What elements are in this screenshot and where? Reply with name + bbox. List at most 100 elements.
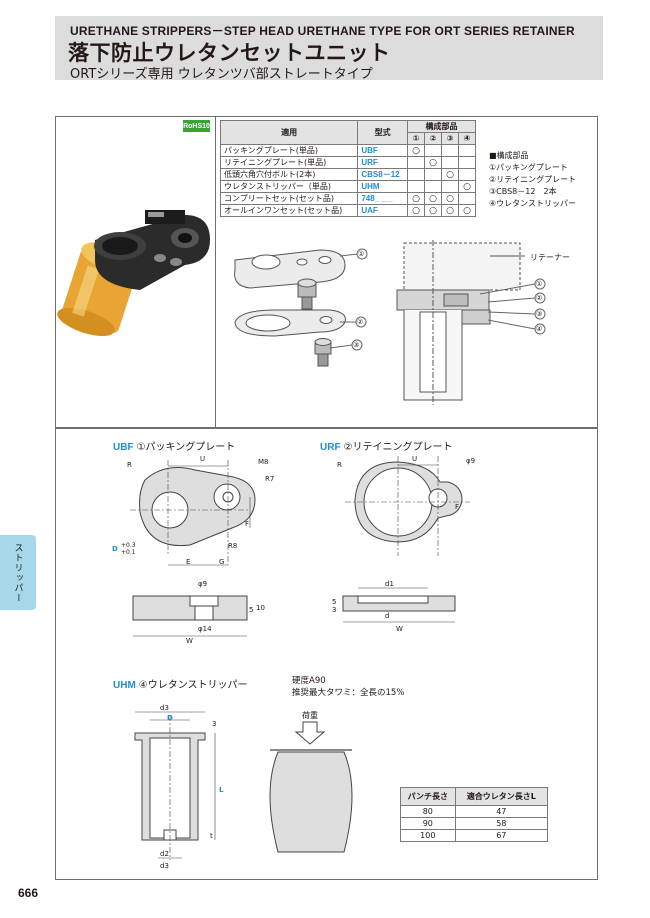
ubf-tol-plus: +0.3 bbox=[121, 542, 136, 549]
page-number: 666 bbox=[18, 886, 39, 900]
table-row: 低頭六角穴付ボルト(2本) CBS8－12 ○ bbox=[219, 168, 476, 181]
table-row: コンプリートセット(セット品) 748_ _ _ ○ ○ ○ bbox=[219, 192, 476, 205]
ubf-tol-plus2: +0.1 bbox=[121, 549, 136, 556]
urf-code: URF bbox=[320, 442, 341, 453]
note-deflection: 推奨最大タワミ：全長の15% bbox=[292, 688, 405, 698]
uhm-dim-t: t bbox=[210, 832, 213, 840]
urf-dim-phi9: φ9 bbox=[466, 457, 476, 465]
row-application: オールインワンセット(セット品) bbox=[219, 204, 359, 217]
components-title: ■構成部品 bbox=[489, 151, 529, 160]
table-row: 80 47 bbox=[400, 805, 549, 818]
header-num-2: ② bbox=[424, 132, 442, 145]
header-application: 適用 bbox=[219, 120, 359, 145]
material-notes: 硬度A90 推奨最大タワミ：全長の15% bbox=[292, 675, 404, 699]
table-row: 90 58 bbox=[400, 817, 549, 830]
uhm-name: ④ウレタンストリッパー bbox=[138, 680, 248, 691]
urf-dim-5: 5 bbox=[332, 598, 337, 606]
punch-length-cell: 90 bbox=[400, 817, 456, 830]
urf-dim-d: d bbox=[385, 612, 390, 620]
urf-dim-d1: d1 bbox=[385, 580, 394, 588]
uhm-dim-3: 3 bbox=[212, 720, 217, 728]
ubf-dim-g: G bbox=[219, 558, 225, 566]
punch-length-cell: 80 bbox=[400, 805, 456, 818]
callout-2-right: ② bbox=[536, 294, 543, 302]
ubf-dim-r7: R7 bbox=[265, 475, 275, 483]
urf-dim-3: 3 bbox=[332, 606, 337, 614]
ubf-dim-m8: M8 bbox=[258, 458, 269, 466]
urethane-length-cell: 58 bbox=[454, 817, 549, 830]
header-model: 型式 bbox=[357, 120, 408, 145]
japanese-subtitle: ORTシリーズ専用 ウレタンツバ部ストレートタイプ bbox=[70, 67, 373, 82]
urf-dim-r: R bbox=[337, 461, 342, 469]
component-item: ④ウレタンストリッパー bbox=[489, 199, 577, 208]
ubf-dim-r: R bbox=[127, 461, 132, 469]
note-hardness: 硬度A90 bbox=[292, 676, 326, 686]
load-arrow-icon bbox=[294, 721, 326, 745]
exploded-bolt-upper bbox=[297, 278, 317, 310]
header-bar bbox=[55, 16, 603, 80]
load-label: 荷重 bbox=[302, 711, 318, 720]
uhm-dim-d2: d2 bbox=[160, 850, 169, 858]
callout-lines-right bbox=[479, 278, 546, 335]
row-mark: ○ bbox=[407, 204, 425, 217]
component-item: ③CBS8－12 2本 bbox=[489, 187, 557, 196]
table-row: ウレタンストリッパー（単品) UHM ○ bbox=[219, 180, 476, 193]
component-item: ①パッキングプレート bbox=[489, 163, 568, 172]
callout-1-left: ① bbox=[358, 250, 365, 258]
ubf-dim-phi9: φ9 bbox=[198, 580, 208, 588]
side-category-tab[interactable]: ストリッパー bbox=[0, 535, 36, 610]
uhm-dim-l: L bbox=[219, 786, 224, 794]
ubf-dim-5: 5 bbox=[249, 606, 254, 614]
section-view bbox=[396, 240, 525, 405]
uhm-code: UHM bbox=[113, 680, 136, 691]
exploded-packing-plate bbox=[234, 249, 346, 289]
exploded-retaining-plate bbox=[234, 309, 346, 337]
callout-2-left: ② bbox=[357, 318, 364, 326]
ubf-dim-d: D bbox=[112, 545, 118, 553]
ubf-code: UBF bbox=[113, 442, 134, 453]
component-item: ②リテイニングプレート bbox=[489, 175, 577, 184]
retainer-label: リテーナー bbox=[530, 253, 570, 262]
ubf-dim-10: 10 bbox=[256, 604, 265, 612]
punch-length-cell: 100 bbox=[400, 829, 456, 842]
header-punch-length: パンチ長さ bbox=[400, 787, 456, 806]
components-list: ■構成部品 ①パッキングプレート ②リテイニングプレート ③CBS8－12 2本… bbox=[489, 150, 576, 210]
callout-3-right: ③ bbox=[536, 310, 543, 318]
urethane-length-cell: 67 bbox=[454, 829, 549, 842]
urf-name: ②リテイニングプレート bbox=[343, 442, 453, 453]
table-row: リテイニングプレート(単品) URF ○ bbox=[219, 156, 476, 169]
ubf-dim-f: F bbox=[245, 520, 250, 528]
ubf-dim-u: U bbox=[200, 455, 206, 463]
uhm-dim-d3-bottom: d3 bbox=[160, 862, 169, 870]
english-title: URETHANE STRIPPERS－STEP HEAD URETHANE TY… bbox=[70, 24, 575, 38]
ubf-dim-r8: R8 bbox=[228, 542, 238, 550]
row-mark: ○ bbox=[458, 204, 476, 217]
urethane-length-cell: 47 bbox=[454, 805, 549, 818]
urf-dim-u: U bbox=[412, 455, 418, 463]
ubf-dim-w: W bbox=[186, 637, 193, 645]
uhm-dim-d: D bbox=[167, 714, 173, 722]
callout-lines-left bbox=[329, 248, 368, 351]
ubf-dim-e: E bbox=[186, 558, 191, 566]
uhm-dim-d3: d3 bbox=[160, 704, 169, 712]
exploded-bolt-lower bbox=[314, 338, 332, 367]
ubf-name: ①パッキングプレート bbox=[136, 442, 236, 453]
urf-dim-f: F bbox=[455, 503, 460, 511]
rohs-badge: RoHS10 bbox=[183, 120, 210, 132]
photo-divider bbox=[215, 116, 216, 428]
urf-dim-w: W bbox=[396, 625, 403, 633]
header-urethane-length: 適合ウレタン長さL bbox=[454, 787, 549, 806]
header-num-4: ④ bbox=[458, 132, 476, 145]
japanese-title: 落下防止ウレタンセットユニット bbox=[68, 41, 391, 65]
ubf-dim-phi14: φ14 bbox=[198, 625, 212, 633]
callout-3-left: ③ bbox=[353, 341, 360, 349]
table-row: 100 67 bbox=[400, 829, 549, 842]
table-row: オールインワンセット(セット品) UAF ○ ○ ○ ○ bbox=[219, 204, 476, 217]
punch-length-table: パンチ長さ 適合ウレタン長さL 80 47 90 58 100 67 bbox=[400, 787, 549, 842]
